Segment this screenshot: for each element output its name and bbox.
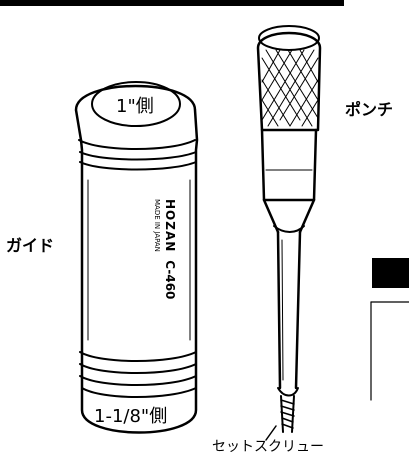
side-top-label: 1"側 bbox=[116, 96, 154, 117]
top-border bbox=[0, 0, 344, 6]
origin-mark: MADE IN JAPAN bbox=[153, 199, 161, 252]
set-screw-thread bbox=[280, 395, 295, 433]
brand-mark: HOZAN bbox=[163, 199, 177, 253]
model-mark: C-460 bbox=[163, 260, 177, 300]
punch-label: ポンチ bbox=[345, 100, 394, 119]
side-bottom-label: 1-1/8"側 bbox=[94, 406, 168, 427]
knurled-handle bbox=[261, 49, 319, 127]
tool-markings: HOZAN C-460 MADE IN JAPAN bbox=[147, 199, 177, 319]
set-screw-label: セットスクリュー bbox=[212, 439, 324, 455]
guide-drawing bbox=[74, 81, 199, 434]
guide-label: ガイド bbox=[6, 236, 55, 255]
punch-drawing bbox=[256, 25, 322, 433]
